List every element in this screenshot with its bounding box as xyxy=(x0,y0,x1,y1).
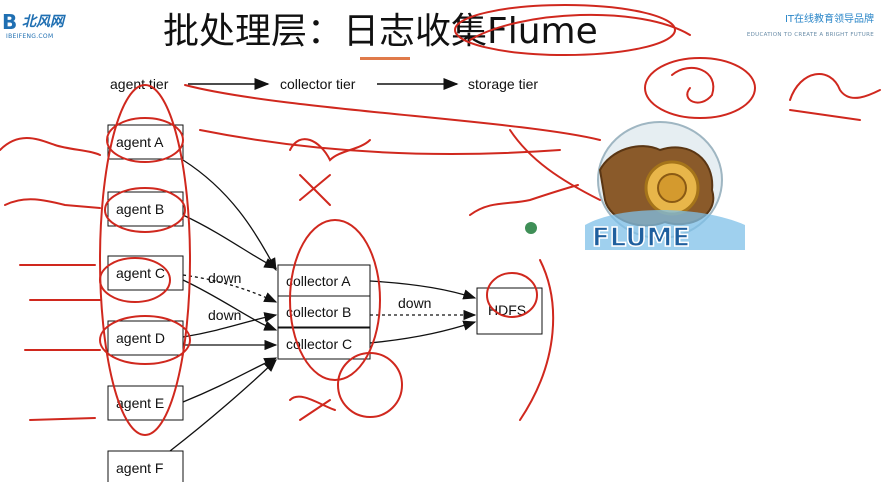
agent-node-a: agent A xyxy=(107,124,184,160)
tier-label-storage: storage tier xyxy=(468,76,538,92)
edge-agent-a-collector xyxy=(182,159,277,272)
logo-name: 北风网 xyxy=(22,14,64,30)
collector-node-b: collector B xyxy=(277,295,371,328)
flume-logo: FLUME xyxy=(585,121,745,254)
agent-label: agent E xyxy=(116,395,164,411)
brand-block: IT在线教育领导品牌 EDUCATION TO CREATE A BRIGHT … xyxy=(747,10,874,38)
tier-label-agent: agent tier xyxy=(110,76,169,92)
agent-label: agent A xyxy=(116,134,164,150)
agent-label: agent F xyxy=(116,460,163,476)
edge-collector-a-hdfs xyxy=(369,280,477,300)
edge-label-down: down xyxy=(208,270,241,286)
collector-label: collector C xyxy=(286,336,352,352)
edge-label-down: down xyxy=(398,295,431,311)
agent-label: agent D xyxy=(116,330,165,346)
agent-node-d: agent D xyxy=(107,320,184,356)
agent-node-c: agent C xyxy=(107,255,184,291)
edge-agent-c-collector-c xyxy=(182,279,278,331)
edge-label-down: down xyxy=(208,307,241,323)
title-underline xyxy=(360,57,410,60)
collector-node-c: collector C xyxy=(277,327,371,360)
edge-agent-e-collector xyxy=(182,357,278,403)
brand-subtitle: EDUCATION TO CREATE A BRIGHT FUTURE xyxy=(746,32,874,38)
flume-logo-text: FLUME xyxy=(592,223,690,253)
collector-label: collector B xyxy=(286,304,351,320)
slide-title: 批处理层：日志收集Flume xyxy=(163,11,598,52)
tier-label-collector: collector tier xyxy=(280,76,356,92)
logo-mark: B xyxy=(2,10,18,34)
agent-label: agent B xyxy=(116,201,164,217)
beifeng-logo: B 北风网 IBEIFENG.COM xyxy=(2,6,72,46)
pointer-dot xyxy=(525,222,537,234)
logo-domain: IBEIFENG.COM xyxy=(6,33,54,40)
handwritten-annotations xyxy=(0,4,881,436)
collector-label: collector A xyxy=(286,273,351,289)
agent-label: agent C xyxy=(116,265,165,281)
edge-agent-d-collector xyxy=(182,312,278,338)
agent-node-f: agent F xyxy=(107,450,184,482)
brand-slogan: IT在线教育领导品牌 xyxy=(784,14,874,25)
edge-collector-c-hdfs xyxy=(369,320,477,344)
edge-agent-b-collector xyxy=(182,214,278,269)
agent-node-b: agent B xyxy=(107,191,184,227)
edge-agent-f-collector xyxy=(169,359,277,452)
